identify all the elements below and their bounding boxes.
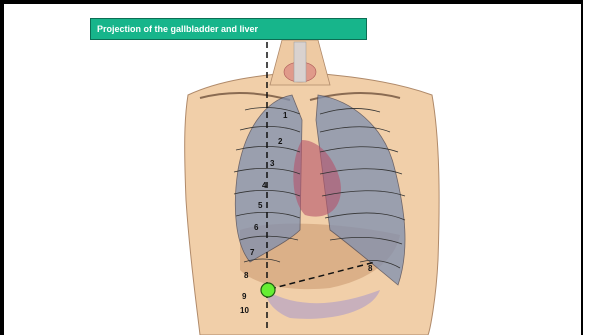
rib-label-3: 3 <box>270 159 275 168</box>
rib-label-8-left: 8 <box>368 264 373 273</box>
green-dot-icon <box>261 283 275 297</box>
figure-title: Projection of the gallbladder and liver <box>90 18 367 40</box>
rib-label-10: 10 <box>240 306 249 315</box>
trachea <box>294 42 306 82</box>
rib-label-2: 2 <box>278 137 283 146</box>
rib-label-7: 7 <box>250 248 255 257</box>
rib-label-9: 9 <box>242 292 247 301</box>
rib-label-8: 8 <box>244 271 249 280</box>
rib-label-6: 6 <box>254 223 259 232</box>
rib-label-1: 1 <box>283 111 288 120</box>
rib-label-5: 5 <box>258 201 263 210</box>
